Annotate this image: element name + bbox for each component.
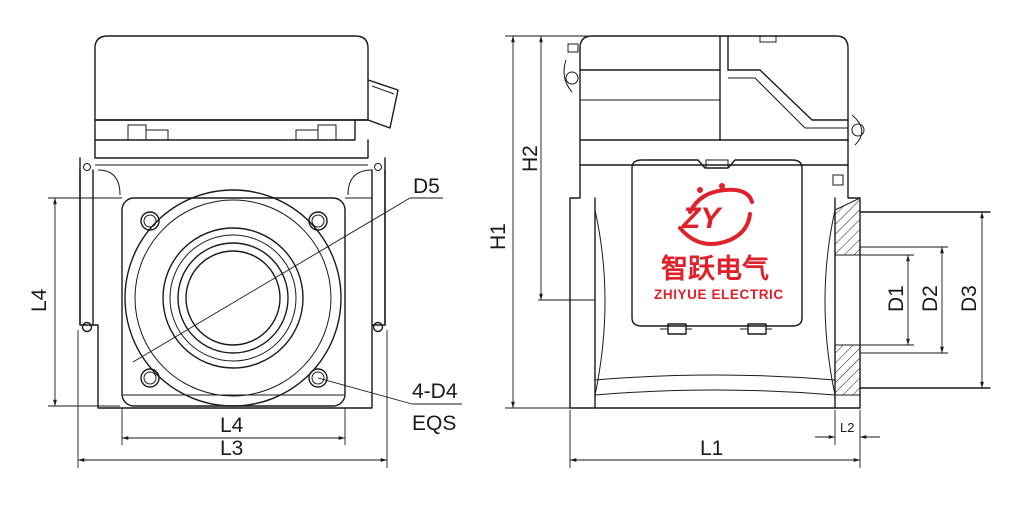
label-eqs: EQS: [412, 412, 456, 435]
front-view: D5 4-D4 EQS L4 L4 L3: [28, 35, 462, 468]
side-actuator-cover: [579, 35, 849, 141]
front-bolt-holes: [140, 211, 328, 388]
label-d2: D2: [919, 285, 942, 312]
label-l4-horizontal: L4: [220, 414, 244, 437]
label-l2: L2: [840, 420, 854, 435]
side-pipe-wall-top: [834, 197, 861, 256]
label-d3: D3: [958, 285, 981, 312]
label-4-d4: 4-D4: [412, 380, 458, 403]
logo-plate: [631, 159, 803, 327]
brand-logo-mark: ZY: [678, 183, 754, 246]
side-pipe-wall-bottom: [834, 344, 861, 396]
front-handle: [367, 79, 399, 129]
label-d5: D5: [413, 175, 440, 198]
brand-chinese-name: 智跃电气: [661, 254, 769, 285]
side-view: ZY 智跃电气 ZHIYUE ELECTRIC H1 H2 D1 D2 D3 L…: [487, 35, 991, 468]
label-l4-vertical: L4: [28, 288, 51, 312]
brand-english-name: ZHIYUE ELECTRIC: [654, 287, 784, 302]
side-body: [569, 164, 861, 409]
label-l1: L1: [700, 437, 723, 460]
label-d1: D1: [885, 285, 908, 312]
label-l3: L3: [220, 437, 243, 460]
label-h1: H1: [487, 223, 510, 250]
front-actuator-band: [94, 119, 356, 141]
brand-mark-text: ZY: [681, 202, 723, 235]
label-h2: H2: [519, 145, 542, 172]
front-actuator-cover: [94, 35, 369, 121]
